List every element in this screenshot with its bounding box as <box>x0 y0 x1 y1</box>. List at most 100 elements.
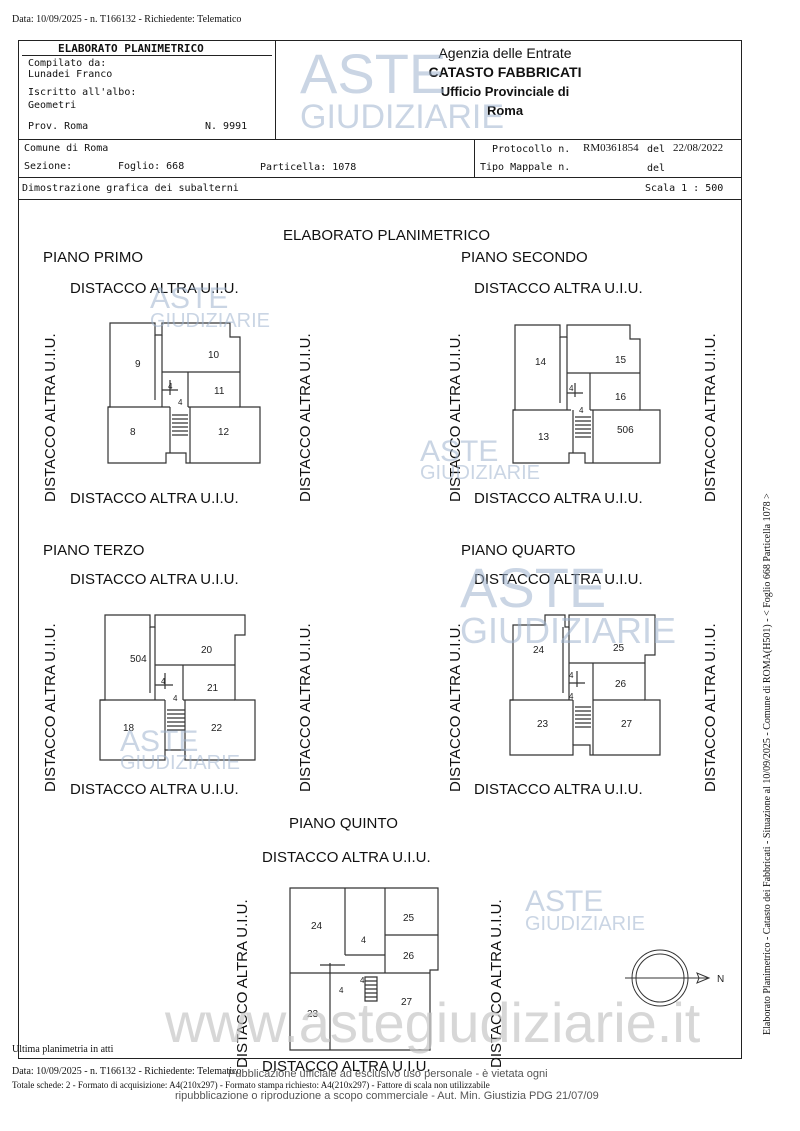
boundary-label-vertical: DISTACCO ALTRA U.I.U. <box>702 623 719 792</box>
unit-label: 21 <box>207 683 219 694</box>
floor-plan-primo: 9 10 4 4 11 8 12 <box>107 322 261 464</box>
del-value: 22/08/2022 <box>673 142 724 154</box>
floor-primo-label: PIANO PRIMO <box>43 249 144 266</box>
boundary-label: DISTACCO ALTRA U.I.U. <box>262 849 431 866</box>
iscritto-label: Iscritto all'albo: <box>28 87 137 98</box>
unit-label: 4 <box>360 976 365 985</box>
unit-label: 22 <box>211 723 223 734</box>
unit-label: 4 <box>361 935 366 945</box>
floor-terzo-label: PIANO TERZO <box>43 542 145 559</box>
unit-label: 4 <box>569 671 574 680</box>
footer-ultima: Ultima planimetria in atti <box>12 1044 114 1055</box>
header-title: ELABORATO PLANIMETRICO <box>58 42 204 55</box>
floor-quarto-label: PIANO QUARTO <box>461 542 576 559</box>
compilato-label: Compilato da: <box>28 58 107 69</box>
boundary-label: DISTACCO ALTRA U.I.U. <box>474 781 643 798</box>
boundary-label-vertical: DISTACCO ALTRA U.I.U. <box>42 623 59 792</box>
agency-block: Agenzia delle Entrate CATASTO FABBRICATI… <box>400 44 610 120</box>
watermark-aste: ASTE <box>150 282 229 315</box>
unit-label: 13 <box>538 432 550 443</box>
footer-line1: Data: 10/09/2025 - n. T166132 - Richiede… <box>12 1066 242 1077</box>
footer-pub1: Pubblicazione ufficiale ad esclusivo uso… <box>228 1068 548 1080</box>
iscritto-value: Geometri <box>28 100 77 111</box>
main-title: ELABORATO PLANIMETRICO <box>283 227 490 244</box>
dimostrazione: Dimostrazione grafica dei subalterni <box>22 183 239 194</box>
agency-line2: CATASTO FABBRICATI <box>428 64 582 80</box>
numero: N. 9991 <box>205 121 248 132</box>
unit-label: 4 <box>168 382 173 391</box>
scala: Scala 1 : 500 <box>645 183 724 194</box>
unit-label: 4 <box>339 986 344 995</box>
unit-label: 16 <box>615 392 627 403</box>
tipo-label: Tipo Mappale n. <box>480 162 571 173</box>
tipo-del: del <box>647 163 666 174</box>
drawing-frame <box>18 198 742 1059</box>
del-label: del <box>647 144 666 155</box>
boundary-label: DISTACCO ALTRA U.I.U. <box>474 280 643 297</box>
unit-label: 8 <box>130 427 136 438</box>
header-box <box>18 40 742 200</box>
unit-label: 27 <box>621 719 633 730</box>
foglio: Foglio: 668 <box>118 161 185 172</box>
protocollo-label: Protocollo n. <box>492 144 571 155</box>
watermark-aste: ASTE <box>460 556 607 619</box>
watermark-giudiziarie: GIUDIZIARIE <box>525 913 646 935</box>
unit-label: 4 <box>569 692 574 701</box>
unit-label: 20 <box>201 645 213 656</box>
agency-line3: Ufficio Provinciale di <box>440 84 570 99</box>
watermark-giudiziarie: GIUDIZIARIE <box>150 310 271 332</box>
watermark-aste: ASTE <box>420 435 499 468</box>
unit-label: 25 <box>403 913 415 924</box>
floor-quinto-label: PIANO QUINTO <box>289 815 398 832</box>
unit-label: 4 <box>161 677 166 686</box>
boundary-label-vertical: DISTACCO ALTRA U.I.U. <box>297 623 314 792</box>
unit-label: 27 <box>401 997 413 1008</box>
unit-label: 26 <box>403 951 415 962</box>
unit-label: 15 <box>615 355 627 366</box>
floor-secondo-label: PIANO SECONDO <box>461 249 588 266</box>
boundary-label: DISTACCO ALTRA U.I.U. <box>70 280 239 297</box>
unit-label: 4 <box>178 398 183 407</box>
unit-label: 506 <box>617 425 634 436</box>
north-label: N <box>717 974 724 985</box>
sezione-label: Sezione: <box>24 161 73 172</box>
floor-plan-secondo: 14 15 4 4 16 13 506 <box>512 324 661 464</box>
unit-label: 18 <box>123 723 135 734</box>
boundary-label: DISTACCO ALTRA U.I.U. <box>262 1058 431 1075</box>
boundary-label: DISTACCO ALTRA U.I.U. <box>70 781 239 798</box>
unit-label: 26 <box>615 679 627 690</box>
unit-label: 24 <box>311 921 323 932</box>
floor-plan-quinto: 24 4 25 26 4 4 27 23 <box>289 887 439 1051</box>
unit-label: 4 <box>569 384 574 393</box>
boundary-label-vertical: DISTACCO ALTRA U.I.U. <box>297 333 314 502</box>
particella: Particella: 1078 <box>260 162 357 173</box>
watermark-giudiziarie: GIUDIZIARIE <box>120 752 241 774</box>
footer-pub2: ripubblicazione o riproduzione a scopo c… <box>175 1090 599 1102</box>
unit-label: 9 <box>135 359 141 370</box>
unit-label: 11 <box>214 386 225 397</box>
floor-plan-terzo: 504 20 4 4 21 18 22 <box>99 614 256 761</box>
unit-label: 4 <box>579 406 584 415</box>
floor-plan-quarto: 24 25 4 4 26 23 27 <box>509 614 661 756</box>
watermark-aste: ASTE <box>120 725 199 758</box>
watermark-giudiziarie: GIUDIZIARIE <box>420 462 541 484</box>
boundary-label: DISTACCO ALTRA U.I.U. <box>70 490 239 507</box>
watermark-aste: ASTE <box>300 42 447 105</box>
comune: Comune di Roma <box>24 143 109 154</box>
unit-label: 23 <box>537 719 549 730</box>
watermark-aste: ASTE <box>525 885 604 918</box>
unit-label: 4 <box>173 694 178 703</box>
unit-label: 10 <box>208 350 220 361</box>
watermark-giudiziarie: GIUDIZIARIE <box>460 610 677 651</box>
watermark-giudiziarie: GIUDIZIARIE <box>300 98 505 136</box>
unit-label: 24 <box>533 645 545 656</box>
north-arrow-icon: N <box>625 949 724 1007</box>
watermark-site: www.astegiudiziarie.it <box>165 991 701 1054</box>
boundary-label: DISTACCO ALTRA U.I.U. <box>70 571 239 588</box>
boundary-label: DISTACCO ALTRA U.I.U. <box>474 490 643 507</box>
side-text: Elaborato Planimetrico - Catasto dei Fab… <box>762 493 773 1035</box>
agency-line4: Roma <box>486 103 524 118</box>
protocollo-value: RM0361854 <box>583 142 639 154</box>
boundary-label: DISTACCO ALTRA U.I.U. <box>474 571 643 588</box>
compilato-name: Lunadei Franco <box>28 69 113 80</box>
